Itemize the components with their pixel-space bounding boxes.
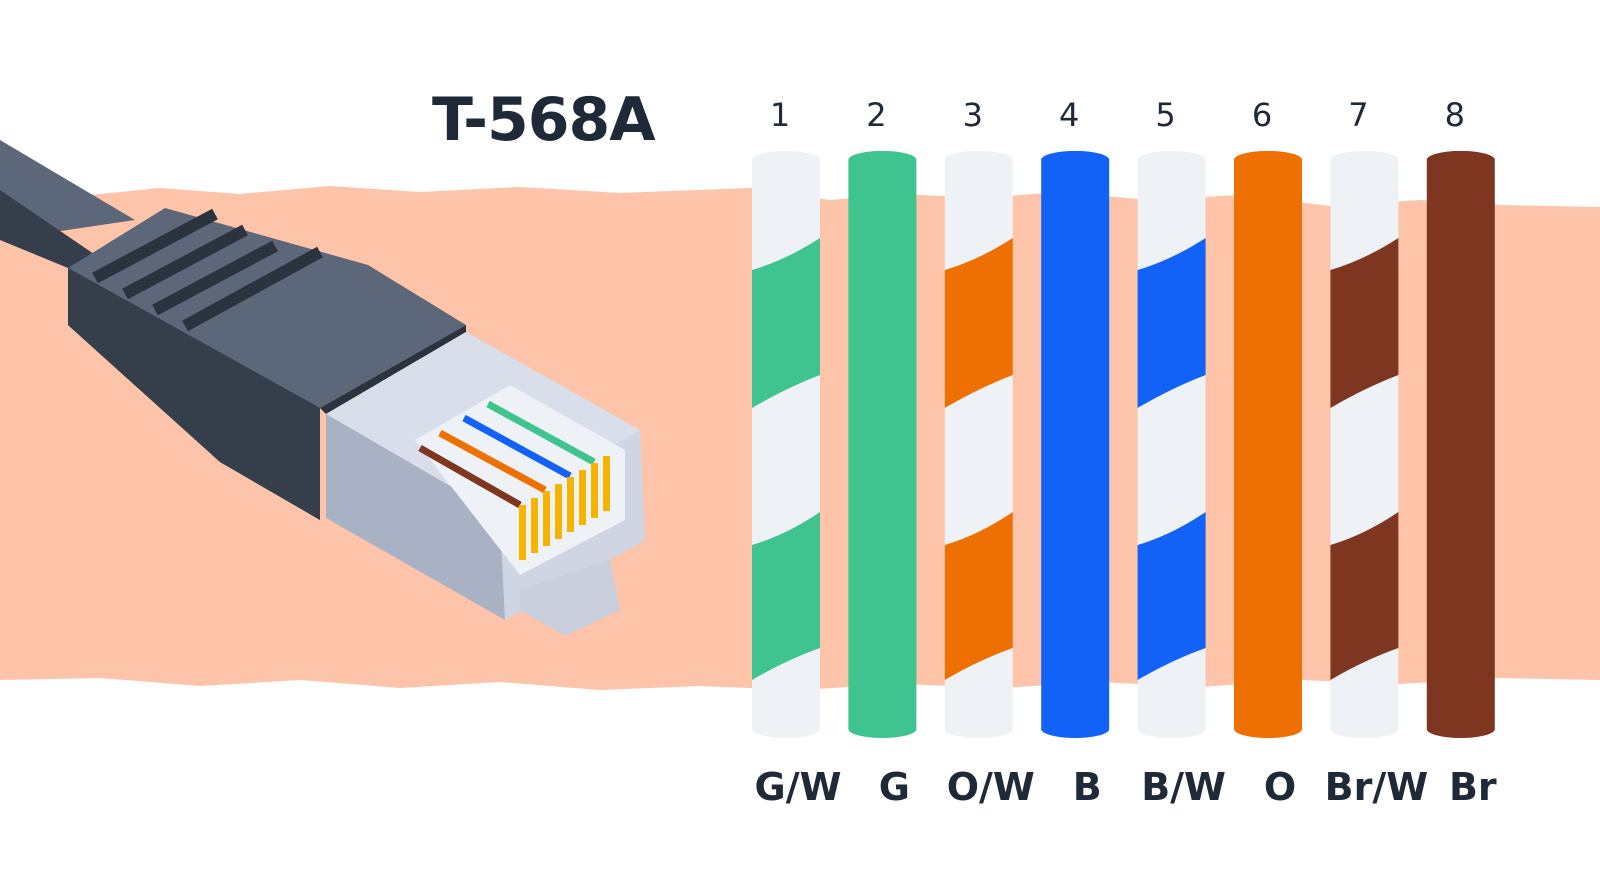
wire-end-cap [944,151,1013,169]
wire-stripe [944,238,1013,408]
standard-title: T-568A [432,85,656,155]
wire-color-label: G [879,765,910,809]
pin-number: 6 [1252,96,1272,134]
wire-6: 6O [1234,96,1302,809]
wire-8: 8Br [1426,96,1497,809]
wire-stripe [1330,512,1399,680]
pin-number: 4 [1059,96,1079,134]
wire-color-label: Br/W [1325,765,1429,809]
wire-end-cap [848,151,917,169]
wire-stripe [752,238,820,408]
wire-end-cap [1234,151,1302,169]
wire-7: 7Br/W [1325,96,1429,809]
pin-number: 3 [963,96,983,134]
pin-number: 7 [1348,96,1368,134]
wire-stripe [1137,512,1206,680]
wire-color-label: O/W [947,765,1035,809]
pin-number: 1 [770,96,790,134]
wire-color-label: Br [1449,765,1497,809]
wire-stripe [944,512,1013,680]
wire-body [1234,151,1302,738]
wire-stripe [752,512,820,680]
wire-stripe [1330,238,1399,408]
wire-color-label: G/W [755,765,842,809]
wire-color-label: B [1073,765,1102,809]
wire-color-label: B/W [1141,765,1226,809]
wire-end-cap [1330,151,1399,169]
wire-3: 3O/W [944,96,1035,809]
wire-4: 4B [1041,96,1110,809]
wire-body [1426,151,1495,738]
wire-5: 5B/W [1137,96,1226,809]
wire-2: 2G [848,96,917,809]
wire-end-cap [1041,151,1110,169]
wire-body [848,151,917,738]
wire-color-label: O [1264,765,1296,809]
wire-1: 1G/W [752,96,841,809]
wire-stripe [1137,238,1206,408]
wire-end-cap [1137,151,1206,169]
pin-number: 5 [1155,96,1175,134]
pin-number: 2 [866,96,886,134]
wire-end-cap [752,151,820,169]
wire-body [1041,151,1110,738]
pin-number: 8 [1445,96,1465,134]
wire-end-cap [1426,151,1495,169]
rj45-connector-illustration [0,140,645,636]
